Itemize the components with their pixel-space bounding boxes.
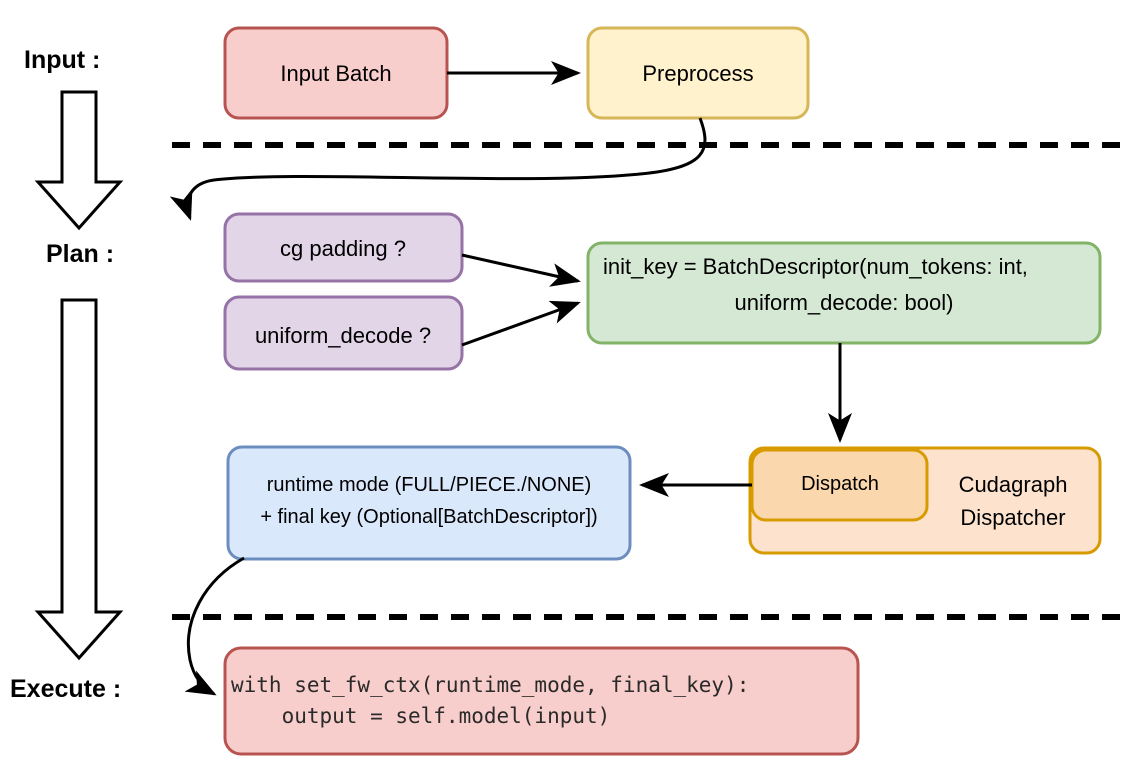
- node-uniform-decode-shape: [223, 295, 464, 371]
- node-execute-code-shape: [223, 646, 860, 756]
- node-execute-code-line2: output = self.model(input): [231, 704, 610, 728]
- node-execute-code[interactable]: with set_fw_ctx(runtime_mode, final_key)…: [223, 646, 860, 756]
- stage-arrow-input-to-plan: [34, 90, 124, 231]
- node-preprocess-shape: [586, 26, 810, 120]
- node-dispatch-label: Dispatch: [801, 473, 879, 495]
- node-runtime-mode-line1: runtime mode (FULL/PIECE./NONE): [267, 474, 592, 496]
- stage-label-input: Input :: [24, 46, 100, 74]
- node-init-key-line2: uniform_decode: bool): [735, 290, 954, 315]
- node-init-key[interactable]: init_key = BatchDescriptor(num_tokens: i…: [586, 241, 1102, 345]
- node-preprocess-label: Preprocess: [642, 61, 753, 86]
- edge-preprocess-to-cg-padding: [169, 117, 707, 221]
- edge-cg-padding-to-init-key: [461, 253, 581, 287]
- stage-arrow-plan-to-execute: [34, 298, 124, 661]
- node-cudagraph-dispatcher-line2: Dispatcher: [960, 505, 1065, 530]
- node-preprocess[interactable]: Preprocess: [586, 26, 810, 120]
- node-runtime-mode-shape: [226, 445, 632, 561]
- node-input-batch[interactable]: Input Batch: [223, 26, 449, 120]
- node-init-key-line1: init_key = BatchDescriptor(num_tokens: i…: [603, 254, 1028, 279]
- node-execute-code-line1: with set_fw_ctx(runtime_mode, final_key)…: [231, 673, 749, 697]
- node-cg-padding-label: cg padding ?: [280, 236, 406, 261]
- stage-label-plan: Plan :: [46, 240, 114, 268]
- node-cg-padding[interactable]: cg padding ?: [223, 212, 464, 283]
- node-runtime-mode-line2: + final key (Optional[BatchDescriptor]): [260, 506, 597, 528]
- node-uniform-decode-label: uniform_decode ?: [255, 323, 431, 348]
- node-uniform-decode[interactable]: uniform_decode ?: [223, 295, 464, 371]
- node-cudagraph-dispatcher-line1: Cudagraph: [959, 472, 1068, 497]
- edge-runtime-mode-to-execute-code: [184, 556, 245, 696]
- node-init-key-shape: [586, 241, 1102, 345]
- node-runtime-mode[interactable]: runtime mode (FULL/PIECE./NONE) + final …: [226, 445, 632, 561]
- node-dispatch[interactable]: Dispatch: [750, 448, 929, 522]
- edge-uniform-decode-to-init-key: [461, 300, 581, 347]
- stage-label-execute: Execute :: [10, 675, 121, 703]
- node-input-batch-label: Input Batch: [280, 61, 391, 86]
- node-cg-padding-shape: [223, 212, 464, 283]
